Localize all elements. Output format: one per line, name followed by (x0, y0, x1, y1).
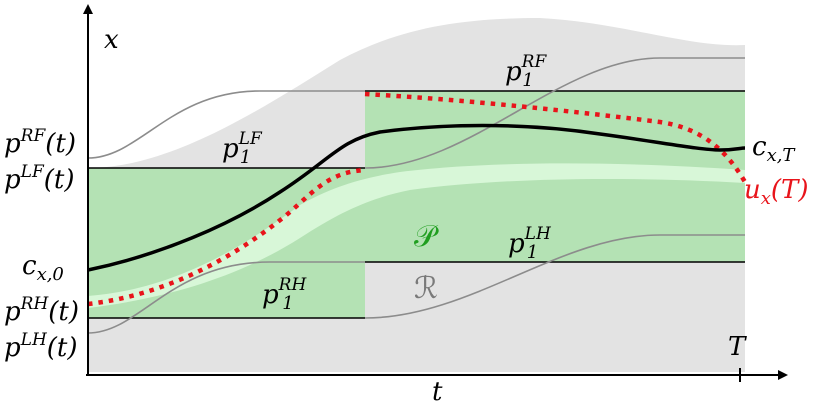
label-c-xT: cx,T (752, 132, 796, 166)
label-c-x0: cx,0 (22, 251, 64, 285)
label-p-lh-t: pLH(t) (4, 330, 78, 363)
label-u-xT: ux(T) (744, 175, 809, 209)
label-p-rf-t: pRF(t) (4, 126, 76, 159)
x-axis-label: t (432, 377, 443, 402)
swing-curve-rf (87, 90, 365, 159)
swing-curve-lh-right (364, 234, 745, 319)
swing-curve-rh (87, 261, 365, 334)
reference-trajectory (87, 167, 366, 307)
y-axis-label: x (104, 25, 119, 55)
label-p-lf-t: pLF(t) (4, 162, 75, 195)
label-region-P: 𝒫 (414, 219, 439, 254)
com-trajectory (87, 123, 746, 272)
reference-trajectory-right (364, 91, 747, 184)
label-region-R: ℛ (414, 271, 438, 306)
inner-feasible-band (88, 163, 745, 308)
x-axis-end-tick-label: T (728, 332, 747, 362)
label-p-rh-t: pRH(t) (4, 294, 79, 327)
reachable-region-lower (88, 298, 745, 372)
